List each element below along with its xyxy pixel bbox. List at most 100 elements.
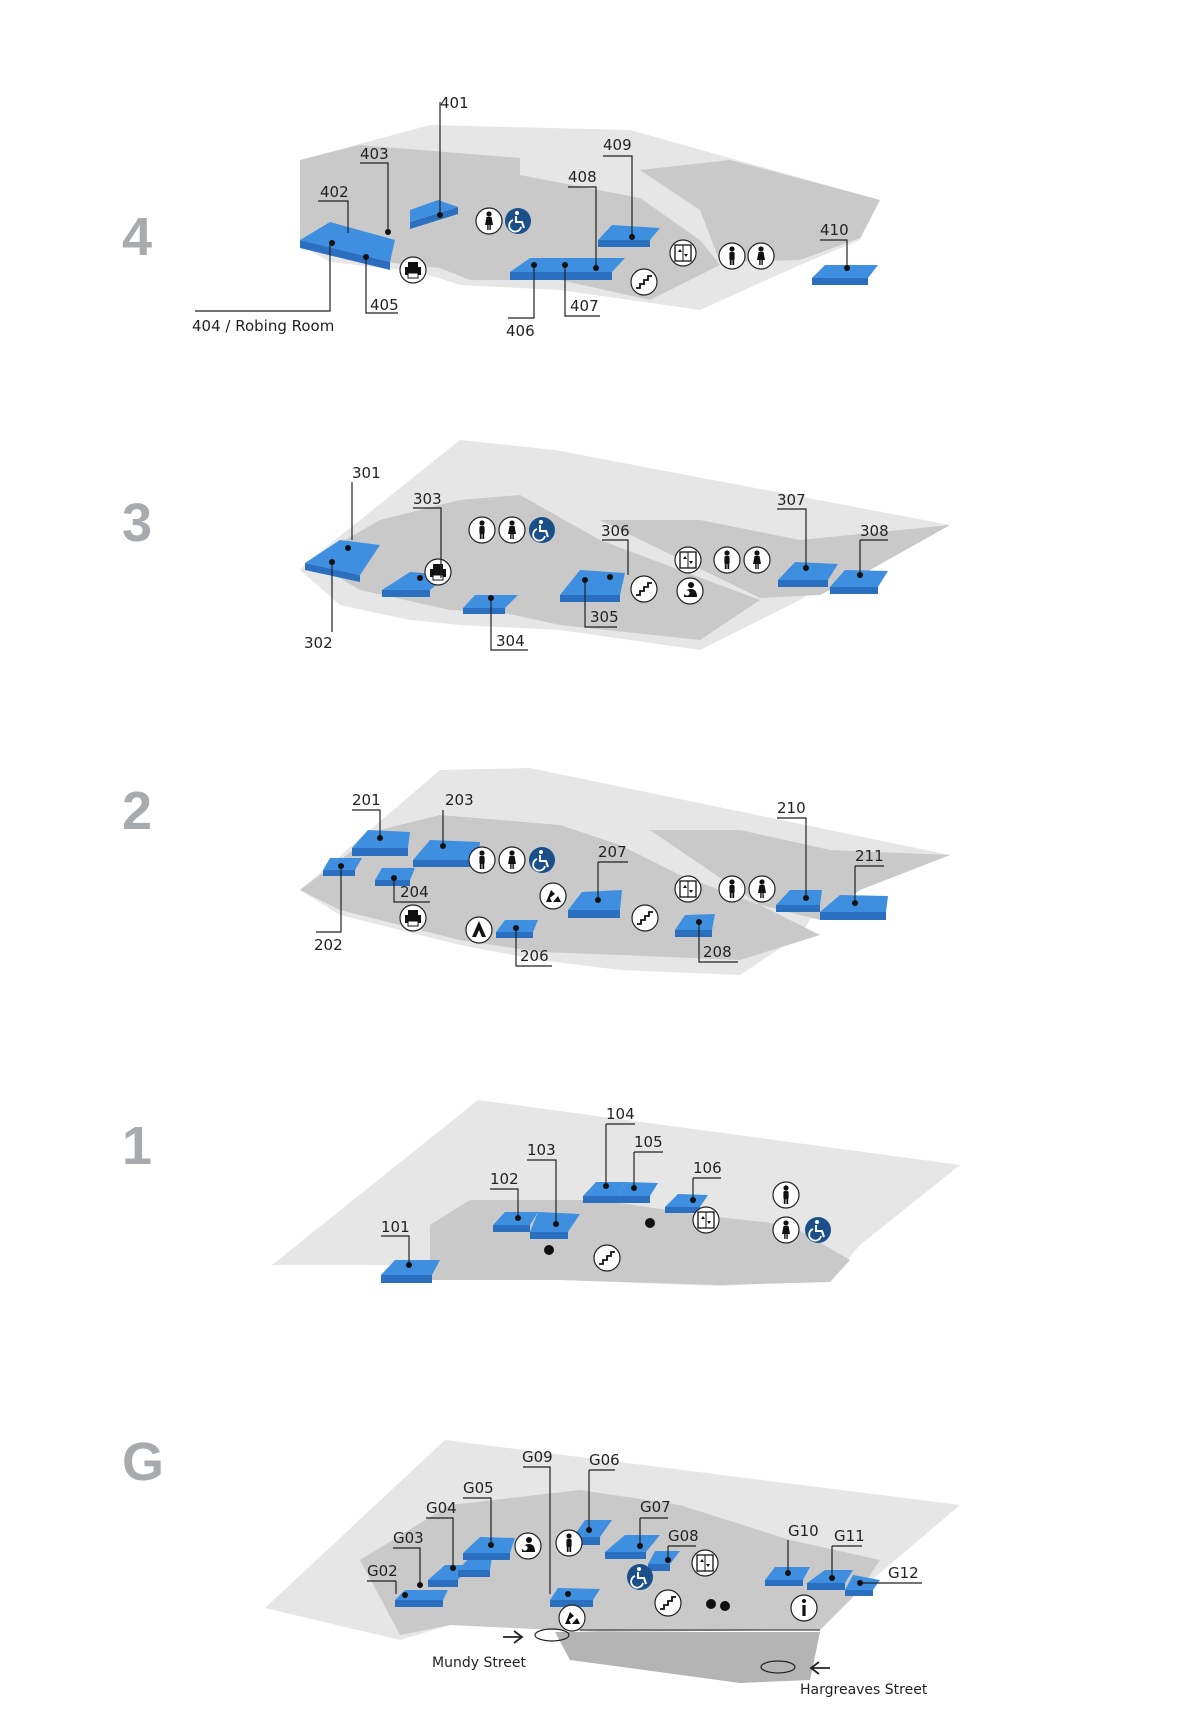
room-label-302: 302 — [304, 634, 333, 652]
entrance-arrow-icon — [503, 1630, 524, 1644]
recycling-icon — [539, 882, 567, 910]
female-toilet-icon — [498, 516, 526, 544]
lift-icon — [669, 239, 697, 267]
lift-icon — [674, 875, 702, 903]
level-g-icons — [514, 1529, 818, 1632]
room-label-405: 405 — [370, 296, 399, 314]
room-label-406: 406 — [506, 322, 535, 340]
room-label-409: 409 — [603, 136, 632, 154]
escalator-marker — [720, 1601, 730, 1611]
room-label-g09: G09 — [522, 1448, 553, 1466]
printer-icon — [399, 256, 427, 284]
level-number-g: G — [122, 1432, 164, 1492]
male-toilet-icon — [555, 1529, 583, 1557]
room-label-204: 204 — [400, 883, 429, 901]
accessible-toilet-icon — [805, 1217, 831, 1243]
room-label-307: 307 — [777, 491, 806, 509]
room-label-g12: G12 — [888, 1564, 919, 1582]
female-toilet-icon — [475, 207, 503, 235]
male-toilet-icon — [468, 516, 496, 544]
female-toilet-icon — [498, 846, 526, 874]
level-g-rooms — [395, 1520, 880, 1607]
room-label-105: 105 — [634, 1133, 663, 1151]
room-label-306: 306 — [601, 522, 630, 540]
room-label-g04: G04 — [426, 1499, 457, 1517]
lift-icon — [674, 546, 702, 574]
male-toilet-icon — [718, 242, 746, 270]
stairs-icon — [654, 1589, 682, 1617]
accessible-toilet-icon — [529, 517, 555, 543]
room-label-410: 410 — [820, 221, 849, 239]
level-number-1: 1 — [122, 1116, 152, 1176]
level-g-street-entrances: Mundy Street Hargreaves Street — [432, 1628, 928, 1698]
stairs-icon — [630, 268, 658, 296]
level-3-labels: 301 302 303 304 305 306 307 308 — [304, 464, 889, 652]
room-label-102: 102 — [490, 1170, 519, 1188]
entrance-arrow-icon — [809, 1661, 830, 1675]
room-label-207: 207 — [598, 843, 627, 861]
room-label-g10: G10 — [788, 1522, 819, 1540]
level-3-icons — [424, 516, 771, 605]
level-1-icons — [544, 1181, 831, 1272]
level-1-rooms — [381, 1182, 708, 1283]
room-label-104: 104 — [606, 1105, 635, 1123]
room-label-203: 203 — [445, 791, 474, 809]
prayer-icon — [465, 916, 493, 944]
level-4-icons — [399, 207, 775, 296]
room-label-403: 403 — [360, 145, 389, 163]
info-icon — [790, 1594, 818, 1622]
level-4-labels: 401 402 403 404 / Robing Room 405 406 40… — [192, 94, 850, 340]
lift-icon — [691, 1549, 719, 1577]
room-label-401: 401 — [440, 94, 469, 112]
stairs-icon — [631, 904, 659, 932]
escalator-marker — [645, 1218, 655, 1228]
room-label-408: 408 — [568, 168, 597, 186]
recycling-icon — [558, 1604, 586, 1632]
female-toilet-icon — [772, 1216, 800, 1244]
room-label-103: 103 — [527, 1141, 556, 1159]
female-toilet-icon — [743, 546, 771, 574]
room-label-202: 202 — [314, 936, 343, 954]
male-toilet-icon — [468, 846, 496, 874]
male-toilet-icon — [772, 1181, 800, 1209]
level-3-floor — [300, 440, 950, 650]
level-2-labels: 201 202 203 204 206 207 208 210 211 — [314, 791, 884, 967]
room-label-201: 201 — [352, 791, 381, 809]
room-label-g03: G03 — [393, 1529, 424, 1547]
room-label-208: 208 — [703, 943, 732, 961]
printer-icon — [424, 558, 452, 586]
room-label-g11: G11 — [834, 1527, 865, 1545]
room-label-402: 402 — [320, 183, 349, 201]
parents-room-icon — [514, 1532, 542, 1560]
room-label-301: 301 — [352, 464, 381, 482]
male-toilet-icon — [713, 546, 741, 574]
street-label-mundy: Mundy Street — [432, 1655, 526, 1671]
level-number-3: 3 — [122, 493, 152, 553]
female-toilet-icon — [748, 875, 776, 903]
printer-icon — [399, 904, 427, 932]
accessible-toilet-icon — [627, 1564, 653, 1590]
stairs-icon — [630, 575, 658, 603]
room-label-g07: G07 — [640, 1498, 671, 1516]
room-label-106: 106 — [693, 1159, 722, 1177]
level-number-4: 4 — [122, 207, 152, 267]
accessible-toilet-icon — [529, 847, 555, 873]
level-1-labels: 101 102 103 104 105 106 — [381, 1105, 722, 1268]
level-g-labels: G02 G03 G04 G05 G06 G07 G08 G09 G10 G11 … — [367, 1448, 922, 1598]
parents-room-icon — [676, 577, 704, 605]
room-label-g06: G06 — [589, 1451, 620, 1469]
level-2-icons — [399, 846, 776, 944]
male-toilet-icon — [718, 875, 746, 903]
street-label-hargreaves: Hargreaves Street — [800, 1682, 928, 1698]
room-label-304: 304 — [496, 632, 525, 650]
female-toilet-icon — [747, 242, 775, 270]
room-label-101: 101 — [381, 1218, 410, 1236]
room-label-305: 305 — [590, 608, 619, 626]
room-label-308: 308 — [860, 522, 889, 540]
lift-icon — [692, 1206, 720, 1234]
room-label-g02: G02 — [367, 1562, 398, 1580]
room-label-210: 210 — [777, 799, 806, 817]
room-label-211: 211 — [855, 847, 884, 865]
escalator-marker — [706, 1599, 716, 1609]
